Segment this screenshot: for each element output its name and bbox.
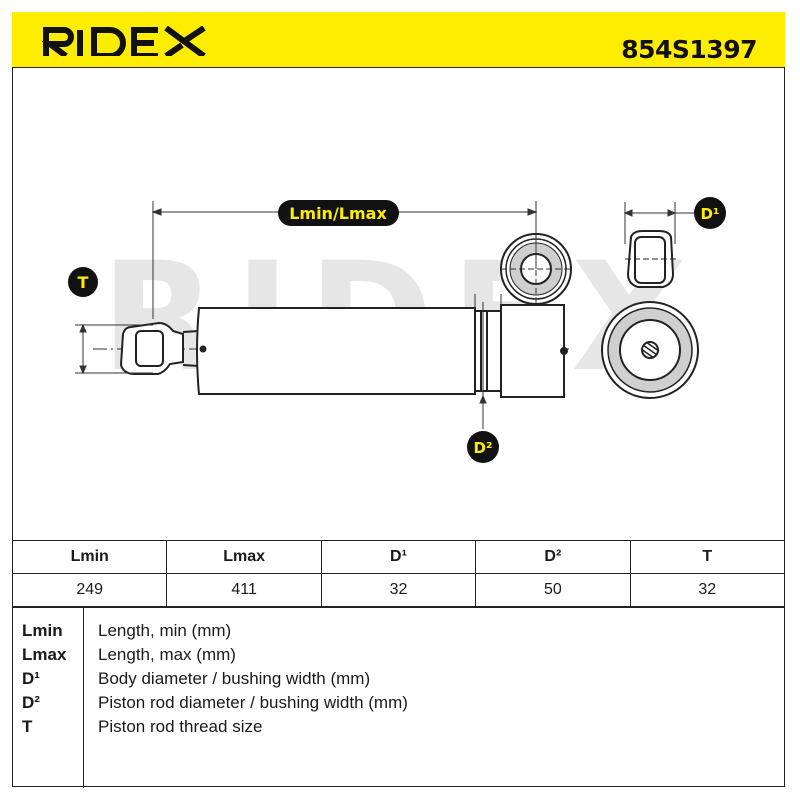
thread-label: T: [78, 273, 89, 292]
specs-header-t: T: [629, 540, 786, 574]
legend-key: Lmax: [22, 645, 67, 664]
length-label-pill: [278, 200, 399, 226]
rod-diameter-dimension: [474, 294, 502, 429]
legend-key: Lmin: [22, 621, 63, 640]
specs-value-t: 32: [629, 573, 786, 607]
legend-key: T: [22, 717, 33, 736]
specs-header-lmin: Lmin: [11, 540, 168, 574]
specs-value-row: 249 411 32 50 32: [11, 573, 786, 607]
header-bar: 854S1397: [12, 12, 785, 68]
thread-dimension: [75, 323, 153, 375]
rod-diameter-badge: [467, 431, 499, 463]
thread-label-badge: [68, 267, 98, 297]
length-label: Lmin/Lmax: [289, 204, 387, 223]
shock-body: [196, 304, 568, 398]
body-diameter-label: D¹: [700, 205, 719, 223]
specs-header-row: Lmin Lmax D¹ D² T: [11, 540, 786, 574]
legend-text: Length, min (mm): [98, 621, 232, 640]
specs-header-lmax: Lmax: [166, 540, 322, 574]
rod-diameter-label: D²: [473, 439, 492, 457]
body-diameter-badge: [694, 197, 726, 229]
specs-table: Lmin Lmax D¹ D² T 249 411 32 50 32: [11, 540, 786, 607]
ridex-logo: [42, 26, 206, 56]
legend-key: D¹: [22, 669, 40, 688]
legend: Lmin Length, min (mm) Lmax Length, max (…: [12, 607, 785, 788]
legend-text: Piston rod thread size: [98, 717, 263, 736]
shock-absorber-drawing: RIDEX: [68, 197, 726, 463]
legend-divider: [83, 608, 84, 788]
specs-header-d2: D²: [475, 540, 631, 574]
side-view: [601, 230, 699, 399]
legend-text: Length, max (mm): [98, 645, 236, 664]
specs-header-d1: D¹: [320, 540, 477, 574]
legend-text: Body diameter / bushing width (mm): [98, 669, 371, 688]
body-diameter-dimension: [623, 202, 695, 244]
specs-value-d2: 50: [475, 573, 631, 607]
legend-key: D²: [22, 693, 40, 712]
specs-value-lmin: 249: [11, 573, 168, 607]
specs-value-lmax: 411: [166, 573, 322, 607]
part-number: 854S1397: [621, 35, 757, 64]
legend-text: Piston rod diameter / bushing width (mm): [98, 693, 408, 712]
specs-value-d1: 32: [320, 573, 477, 607]
